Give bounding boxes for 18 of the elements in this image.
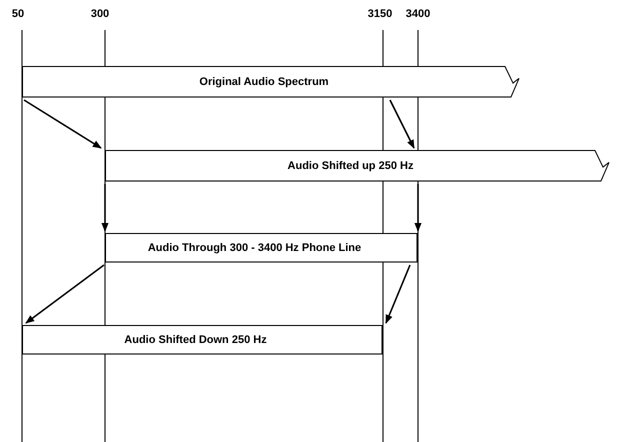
frequency-label: 3150 [368, 8, 392, 20]
frequency-label: 50 [12, 8, 24, 20]
bar-label: Audio Through 300 - 3400 Hz Phone Line [148, 242, 362, 254]
frequency-label: 300 [90, 8, 110, 20]
arrow [389, 100, 415, 149]
frequency-label: 3400 [406, 8, 430, 20]
arrow [24, 99, 102, 149]
spectrum-bar [105, 150, 610, 182]
arrow [385, 264, 411, 324]
arrow [414, 184, 422, 232]
arrow [101, 184, 109, 232]
bar-label: Audio Shifted Down 250 Hz [124, 334, 267, 346]
bar-label: Audio Shifted up 250 Hz [288, 160, 414, 172]
spectrum-bar [22, 66, 520, 98]
bar-label: Original Audio Spectrum [199, 76, 329, 88]
arrow [25, 264, 104, 324]
spectrum-bar [105, 233, 418, 263]
spectrum-bar [22, 325, 383, 355]
